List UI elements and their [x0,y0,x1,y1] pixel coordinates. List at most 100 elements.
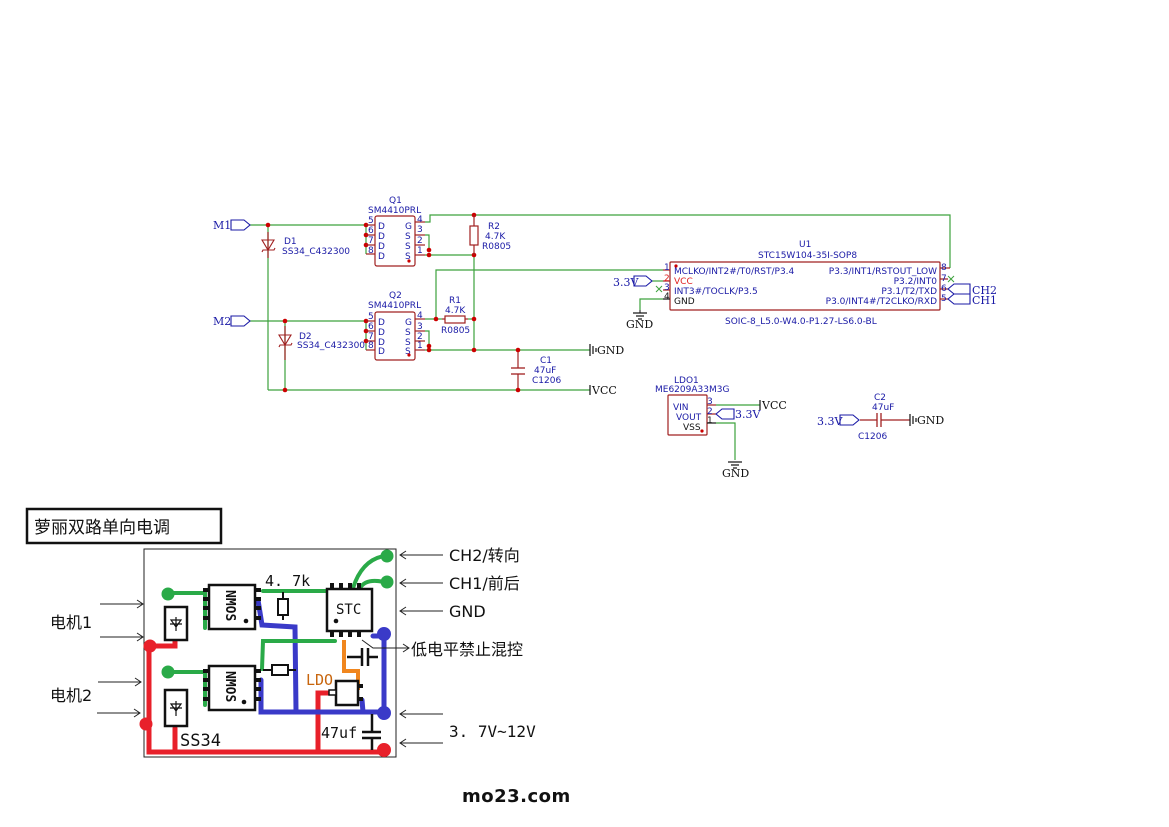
svg-text:GND: GND [626,318,653,331]
svg-text:1: 1 [664,263,670,273]
svg-text:3.3V: 3.3V [613,276,639,289]
svg-text:C2: C2 [874,393,886,403]
layout-diode-2 [163,688,189,728]
svg-text:P3.1/T2/TXD: P3.1/T2/TXD [881,287,937,297]
svg-text:8: 8 [941,263,947,273]
port-3v3-ldo: 3.3V [715,408,761,421]
watermark: mo23.com [462,786,571,807]
svg-text:4. 7k: 4. 7k [265,572,310,590]
svg-text:S: S [405,232,411,242]
svg-text:C1: C1 [540,356,552,366]
mosfet-q2: Q2 SM4410PRL 5 6 7 8 D D D D G S S S 4 3… [366,291,425,361]
svg-text:4.7K: 4.7K [445,306,466,316]
motor2-label: 电机2 [50,686,92,705]
svg-text:S: S [405,338,411,348]
diode-d1: D1 SS34_C432300 [261,232,350,258]
svg-text:R0805: R0805 [482,242,511,252]
svg-text:GND: GND [597,344,624,357]
ldo1: LDO1 ME6209A33M3G VIN VOUT VSS 3 2 1 [655,376,729,436]
svg-text:Q2: Q2 [389,291,402,301]
svg-text:8: 8 [368,246,374,256]
svg-text:D: D [378,232,385,242]
svg-text:8: 8 [368,341,374,351]
svg-text:S: S [405,242,411,252]
svg-text:STC: STC [336,602,361,618]
svg-text:G: G [405,318,412,328]
svg-text:47uF: 47uF [534,366,556,376]
svg-text:5: 5 [368,216,374,226]
port-m2: M2 [213,315,251,328]
svg-text:SOIC-8_L5.0-W4.0-P1.27-LS6.0-B: SOIC-8_L5.0-W4.0-P1.27-LS6.0-BL [725,317,877,327]
resistor-r1: R1 4.7K R0805 [441,296,470,336]
svg-text:1: 1 [707,416,713,426]
capacitor-c1: C1 47uF C1206 [511,356,561,386]
svg-text:R0805: R0805 [441,326,470,336]
vcc-flag-2: VCC [759,399,787,412]
svg-text:STC15W104-35I-SOP8: STC15W104-35I-SOP8 [758,251,857,261]
layout-diode-1 [163,605,189,642]
svg-text:萝丽双路单向电调: 萝丽双路单向电调 [34,518,170,538]
layout-nmos-1: NMOS [203,583,261,631]
svg-text:VSS: VSS [683,423,701,433]
port-ch2: CH2 [947,283,997,297]
svg-text:INT3#/TOCLK/P3.5: INT3#/TOCLK/P3.5 [674,287,758,297]
gnd-flag-2: GND [626,310,653,331]
gnd-flag-1: GND [589,344,624,357]
svg-text:6: 6 [368,226,374,236]
svg-text:P3.3/INT1/RSTOUT_LOW: P3.3/INT1/RSTOUT_LOW [829,267,937,277]
svg-text:D1: D1 [284,237,297,247]
svg-text:6: 6 [941,284,947,294]
ch2-label: CH2/转向 [449,546,520,565]
svg-text:SM4410PRL: SM4410PRL [368,301,421,311]
port-ch1: CH1 [947,293,997,307]
svg-text:LDO: LDO [306,671,333,689]
layout-resistor-2 [263,664,296,676]
svg-text:VCC: VCC [674,277,693,287]
layout-capacitor-small [347,648,378,666]
svg-text:Q1: Q1 [389,196,402,206]
svg-text:5: 5 [368,312,374,322]
trace-vcc [139,637,391,757]
svg-text:SS34_C432300: SS34_C432300 [297,341,365,351]
svg-text:G: G [405,222,412,232]
gnd-flag-3: GND [722,461,749,480]
svg-text:3: 3 [417,322,423,332]
svg-text:C1206: C1206 [858,432,887,442]
svg-text:GND: GND [917,414,944,427]
svg-text:7: 7 [941,274,947,284]
voltage-label: 3. 7V~12V [449,722,536,741]
svg-text:NMOS: NMOS [222,671,237,702]
mosfet-q1: Q1 SM4410PRL 5 6 7 8 D D D D G S S S 4 3… [366,196,425,267]
svg-text:4.7K: 4.7K [485,232,506,242]
svg-text:CH2: CH2 [972,284,997,297]
layout-capacitor-47uf [362,714,381,750]
svg-text:4: 4 [664,292,670,302]
vcc-flag-1: VCC [589,384,617,397]
motor-arrows [97,599,144,718]
motor1-label: 电机1 [50,613,92,632]
svg-text:M1: M1 [213,219,231,232]
port-m1: M1 [213,219,251,232]
svg-text:SS34_C432300: SS34_C432300 [282,247,350,257]
svg-text:R2: R2 [488,222,500,232]
capacitor-c2: 3.3V C2 47uF C1206 [817,393,894,442]
svg-text:2: 2 [707,407,713,417]
svg-text:D: D [378,222,385,232]
svg-text:7: 7 [368,236,374,246]
io-arrows [361,550,443,748]
svg-text:4: 4 [417,311,423,321]
low-level-label: 低电平禁止混控 [411,640,523,659]
svg-text:4: 4 [417,215,423,225]
diode-d2: D2 SS34_C432300 [278,326,365,360]
svg-text:2: 2 [417,236,423,246]
svg-text:U1: U1 [799,240,811,250]
layout-resistor-1: 4. 7k [265,572,310,620]
svg-text:VCC: VCC [591,384,617,397]
svg-text:D: D [378,347,385,357]
svg-text:1: 1 [417,341,423,351]
svg-text:3: 3 [664,283,670,293]
svg-text:GND: GND [674,297,695,307]
svg-text:M2: M2 [213,315,231,328]
svg-text:D: D [378,252,385,262]
layout-ldo: LDO [306,671,363,707]
